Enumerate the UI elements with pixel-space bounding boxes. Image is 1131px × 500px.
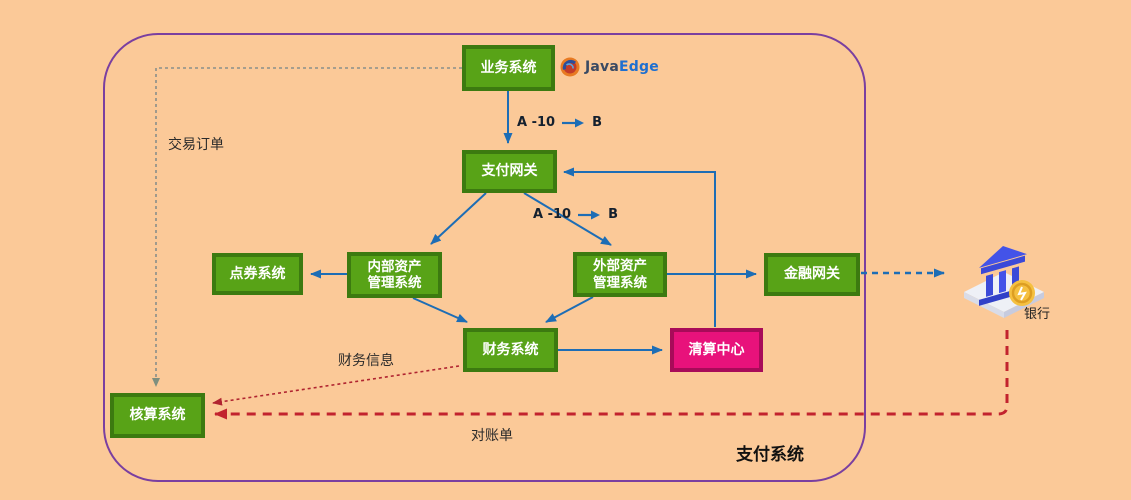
brand-text: JavaEdge: [585, 59, 659, 75]
node-label: 业务系统: [480, 59, 537, 76]
node-label-line1: 外部资产: [593, 258, 647, 275]
node-finance-system[interactable]: 财务系统: [463, 328, 558, 372]
node-label: 金融网关: [784, 266, 840, 283]
node-internal-asset-system[interactable]: 内部资产 管理系统: [347, 252, 442, 298]
node-clearing-center[interactable]: 清算中心: [670, 328, 763, 372]
bank-illustration: [956, 230, 1052, 330]
node-label: 清算中心: [688, 341, 745, 358]
javaedge-logo-icon: [560, 57, 580, 77]
label-transaction-order: 交易订单: [168, 137, 224, 153]
node-financial-gateway[interactable]: 金融网关: [764, 253, 860, 296]
node-accounting-system[interactable]: 核算系统: [110, 393, 205, 438]
node-label: 核算系统: [129, 407, 186, 424]
label-statement: 对账单: [471, 428, 513, 444]
label-payment-system-title: 支付系统: [736, 445, 804, 465]
label-a-value: A -10: [533, 207, 572, 222]
label-b-value: B: [608, 207, 618, 222]
edge-finance-to-accounting-finance-info: [212, 365, 460, 406]
edge-internal-asset-to-finance: [412, 297, 468, 323]
edge-payment-gateway-to-internal-asset: [430, 192, 487, 245]
label-bank: 银行: [1024, 307, 1051, 322]
node-label-line2: 管理系统: [593, 274, 647, 291]
bank-icon: [964, 245, 1044, 318]
edge-payment-gateway-to-external-asset: [523, 192, 612, 246]
label-b-value: B: [592, 115, 602, 130]
node-label: 点券系统: [229, 265, 286, 282]
node-label: 支付网关: [481, 163, 538, 180]
label-ab-top: A -10 B: [517, 115, 602, 130]
node-label-line1: 内部资产: [367, 258, 422, 275]
system-boundary: [103, 33, 866, 482]
brand-edge: Edge: [619, 59, 659, 75]
label-a-value: A -10: [517, 115, 556, 130]
node-label: 财务系统: [482, 341, 539, 358]
brand-java: Java: [585, 59, 620, 75]
node-external-asset-system[interactable]: 外部资产 管理系统: [573, 252, 667, 297]
node-label-line2: 管理系统: [367, 275, 422, 291]
label-finance-info: 财务信息: [338, 353, 394, 369]
node-points-system[interactable]: 点券系统: [212, 253, 303, 295]
arrow-right-icon: [562, 118, 585, 127]
arrow-right-icon: [578, 210, 601, 219]
edge-bank-to-accounting-statement: [214, 330, 1009, 420]
edge-external-asset-to-finance: [545, 296, 594, 323]
node-business-system[interactable]: 业务系统: [462, 45, 555, 91]
edge-business-to-accounting-transaction-order: [152, 67, 462, 387]
javaedge-brand: JavaEdge: [560, 57, 659, 77]
edge-clearing-to-payment-gateway: [563, 167, 716, 327]
label-ab-mid: A -10 B: [533, 207, 618, 222]
node-payment-gateway[interactable]: 支付网关: [462, 150, 557, 193]
